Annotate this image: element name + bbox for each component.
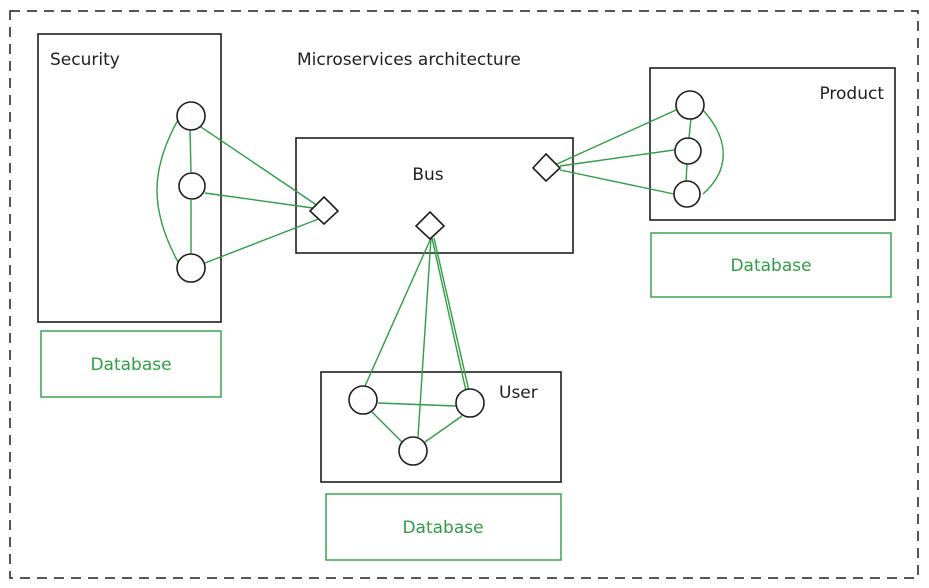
user-database[interactable]: Database: [325, 493, 562, 561]
security-service-box[interactable]: [37, 33, 222, 323]
security-service[interactable]: Security: [37, 33, 222, 323]
security-database-box[interactable]: [40, 330, 222, 398]
user-service[interactable]: User: [320, 371, 562, 483]
product-service-box[interactable]: [649, 67, 896, 221]
edge-user-node1-node2[interactable]: [377, 402, 457, 407]
user-database-box[interactable]: [325, 493, 562, 561]
bus-box[interactable]: [295, 137, 574, 254]
edge-product-node2-node3[interactable]: [685, 163, 688, 183]
edge-product-node1-node3[interactable]: [702, 109, 724, 195]
product-node-1[interactable]: [675, 90, 705, 120]
edge-user-node3-bus[interactable]: [417, 237, 432, 438]
edge-security-node1-node3[interactable]: [156, 119, 179, 263]
product-node-2[interactable]: [674, 137, 702, 165]
system-boundary-frame: [9, 10, 919, 579]
security-node-3[interactable]: [176, 253, 206, 283]
product-service-label: Product: [819, 84, 884, 104]
user-database-label: Database: [402, 518, 483, 538]
bus-ports: [308, 152, 562, 241]
bus[interactable]: Bus: [295, 137, 574, 254]
edge-user-node2-bus[interactable]: [431, 237, 467, 392]
security-node-2[interactable]: [178, 172, 206, 200]
edge-security-node1-bus[interactable]: [197, 124, 325, 211]
edge-product-node1-bus[interactable]: [556, 109, 677, 165]
user-service-label: User: [499, 383, 538, 403]
edge-product-node3-bus[interactable]: [559, 169, 675, 195]
edge-user-node1-node3[interactable]: [371, 411, 404, 444]
user-service-box[interactable]: [320, 371, 562, 483]
product-database-label: Database: [730, 256, 811, 276]
user-node-2[interactable]: [455, 388, 485, 418]
user-node-1[interactable]: [348, 385, 378, 415]
edge-security-node1-node2[interactable]: [189, 129, 192, 173]
product-database[interactable]: Database: [650, 232, 892, 298]
edge-security-node2-bus[interactable]: [204, 192, 321, 210]
bus-port-security[interactable]: [308, 195, 340, 226]
user-node-3[interactable]: [398, 436, 428, 466]
bus-port-product[interactable]: [531, 152, 562, 183]
bus-port-user[interactable]: [414, 210, 446, 241]
security-service-label: Security: [50, 50, 120, 70]
product-nodes: [673, 90, 705, 208]
bus-label: Bus: [412, 165, 443, 185]
edge-user-node2-node3[interactable]: [424, 415, 463, 443]
user-nodes: [348, 385, 485, 466]
edge-product-node2-bus[interactable]: [559, 149, 675, 167]
security-node-1[interactable]: [176, 101, 206, 131]
product-node-3[interactable]: [673, 180, 701, 208]
connections: [156, 109, 724, 444]
security-nodes: [176, 101, 206, 283]
product-database-box[interactable]: [650, 232, 892, 298]
security-database-label: Database: [90, 355, 171, 375]
edge-user-node2-bus-b: [433, 237, 470, 392]
diagram-title: Microservices architecture: [297, 50, 521, 70]
product-service[interactable]: Product: [649, 67, 896, 221]
edge-user-node1-bus[interactable]: [364, 237, 432, 387]
edge-product-node1-node2[interactable]: [688, 117, 692, 139]
security-database[interactable]: Database: [40, 330, 222, 398]
edge-security-node3-bus[interactable]: [204, 217, 322, 264]
